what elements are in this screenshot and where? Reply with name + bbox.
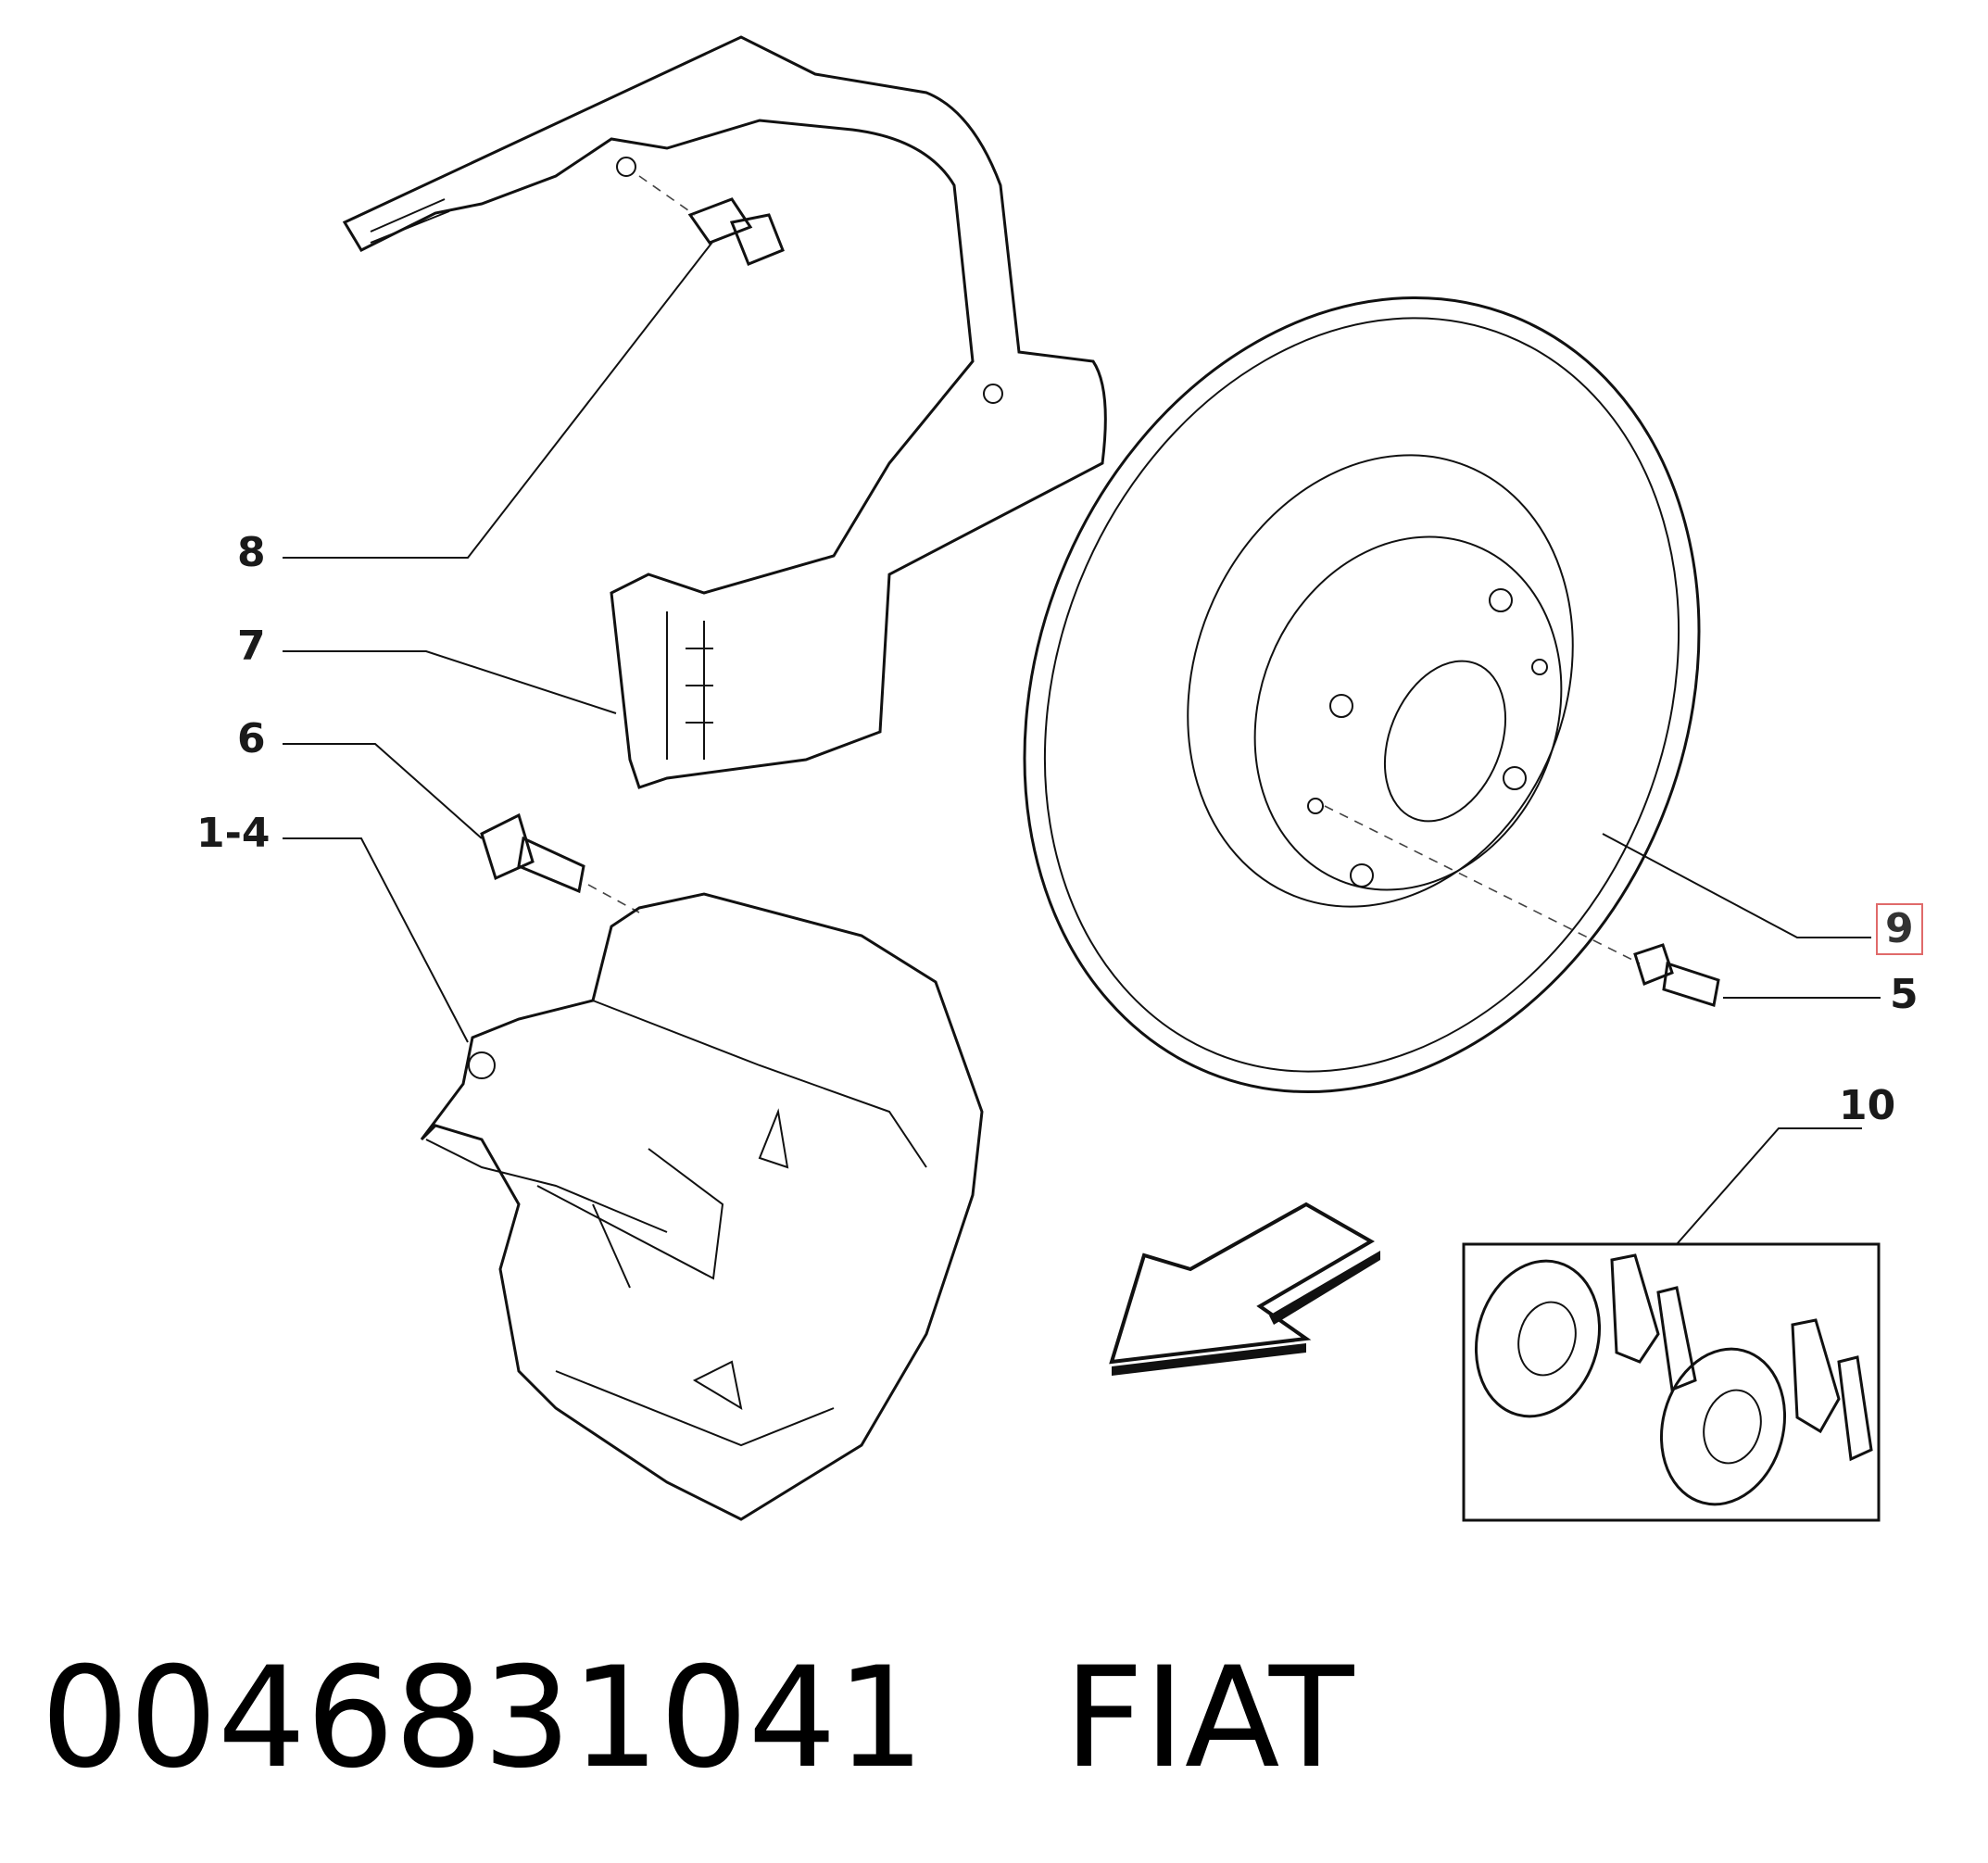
brand-name: FIAT [1063,1638,1354,1799]
callout-10: 10 [1839,1082,1896,1129]
dust-shield [342,35,1107,789]
brake-disc [1023,296,1701,1094]
part-number: 0046831041 [41,1638,925,1799]
callout-6: 6 [237,715,266,762]
callout-1-4: 1-4 [196,810,271,857]
callout-8: 8 [237,529,266,576]
part-caption: 0046831041 FIAT [41,1649,1353,1788]
wheel-stud-5 [1633,943,1720,1007]
callout-7: 7 [237,623,266,670]
callout-5: 5 [1890,971,1919,1018]
leader-lines [283,240,1881,1245]
callout-9: 9 [1876,903,1923,955]
bolt-8 [638,175,785,266]
brake-caliper [420,892,984,1521]
bolt-6 [480,812,640,913]
kit-inset [1462,1242,1881,1522]
direction-arrow [1109,1202,1380,1376]
